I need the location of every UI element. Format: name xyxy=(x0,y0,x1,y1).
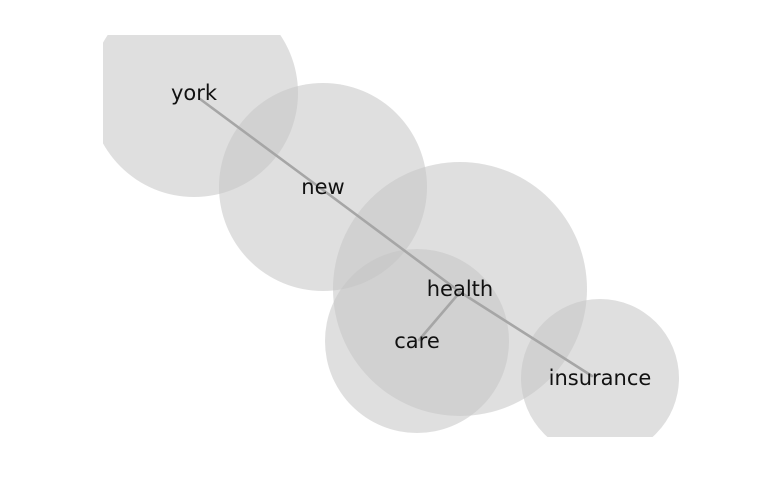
edge-health-care xyxy=(417,290,462,342)
edge-york-new xyxy=(198,97,325,192)
node-label-insurance: insurance xyxy=(549,366,652,390)
node-label-new: new xyxy=(301,175,344,199)
edge-health-insurance xyxy=(458,290,594,378)
node-circle-insurance xyxy=(521,299,679,437)
node-label-care: care xyxy=(394,329,440,353)
edge-new-health xyxy=(321,188,462,294)
node-label-york: york xyxy=(171,81,218,105)
node-label-health: health xyxy=(427,277,493,301)
